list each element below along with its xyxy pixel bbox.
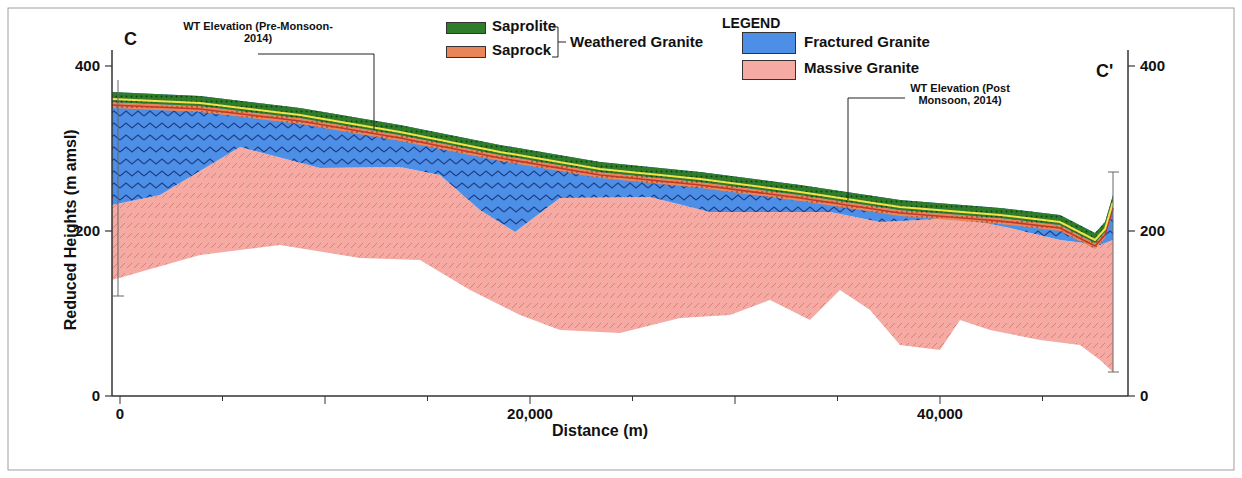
axis-tick bbox=[530, 396, 531, 404]
axis-tick bbox=[1042, 396, 1043, 401]
section-label: C bbox=[124, 30, 137, 50]
section-label: WT Elevation (Pre-Monsoon- 2014) bbox=[183, 20, 333, 44]
section-label: Distance (m) bbox=[552, 422, 648, 440]
saprolite bbox=[112, 92, 1113, 243]
legend-text: Saprock bbox=[492, 42, 551, 59]
axis-tick bbox=[837, 396, 838, 401]
legend-swatch bbox=[446, 22, 486, 34]
axis-tick bbox=[940, 396, 941, 404]
legend-swatch bbox=[742, 32, 796, 54]
section-label: 40,000 bbox=[917, 406, 963, 423]
legend-text: Massive Granite bbox=[804, 60, 919, 77]
section-label: WT Elevation (Post Monsoon, 2014) bbox=[895, 82, 1025, 106]
axis-tick bbox=[735, 396, 736, 404]
section-label: Weathered Granite bbox=[570, 34, 703, 51]
legend-swatch bbox=[446, 46, 486, 58]
legend-swatch bbox=[742, 60, 796, 80]
section-label: 400 bbox=[75, 58, 100, 75]
axis-tick bbox=[632, 396, 633, 401]
section-label: 0 bbox=[1140, 388, 1148, 405]
axis-tick bbox=[427, 396, 428, 401]
wt-pre-monsoon bbox=[112, 99, 1113, 240]
section-label: 0 bbox=[116, 406, 124, 423]
legend-text: Saprolite bbox=[492, 18, 556, 35]
section-label: 20,000 bbox=[507, 406, 553, 423]
section-label: LEGEND bbox=[722, 16, 780, 31]
axis-tick bbox=[120, 396, 121, 404]
section-label: C' bbox=[1096, 62, 1113, 82]
saprock bbox=[112, 102, 1113, 249]
wt-post-monsoon bbox=[112, 105, 1113, 246]
section-label: 0 bbox=[92, 388, 100, 405]
axis-tick bbox=[325, 396, 326, 404]
section-label: 200 bbox=[1140, 223, 1165, 240]
section-label: 400 bbox=[1140, 58, 1165, 75]
axis-tick bbox=[222, 396, 223, 401]
section-label: 200 bbox=[75, 223, 100, 240]
legend-text: Fractured Granite bbox=[804, 34, 930, 51]
